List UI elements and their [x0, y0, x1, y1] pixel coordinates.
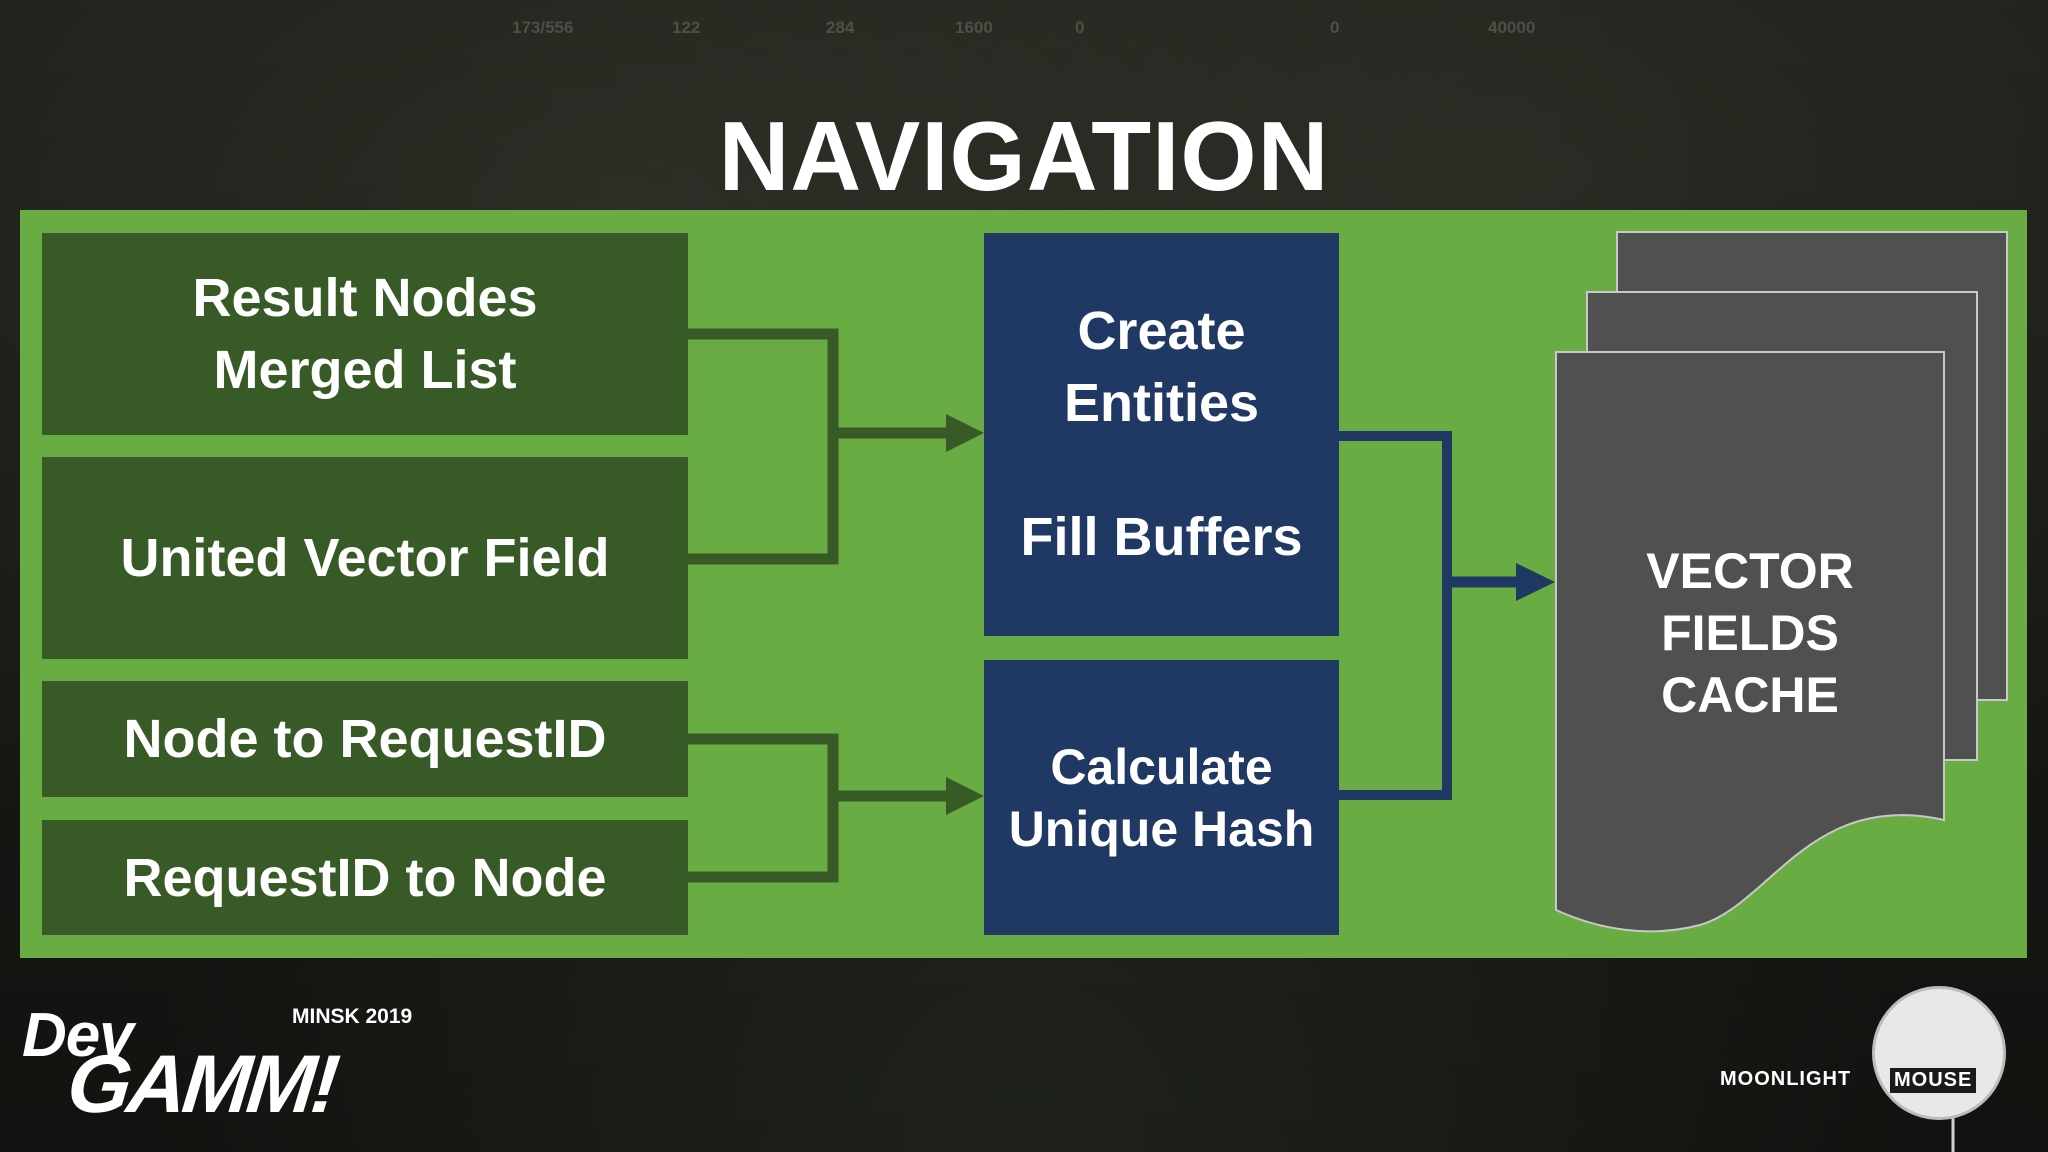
- hud-value: 173/556: [512, 18, 574, 37]
- node-to-request-box: Node to RequestID: [42, 681, 688, 797]
- create-entities-label: Create Entities: [1063, 301, 1260, 433]
- moonlight-mouse-moon-icon: [1872, 986, 2006, 1120]
- fill-buffers-label: Fill Buffers: [1020, 507, 1303, 567]
- result-nodes-box: Result Nodes Merged List: [42, 233, 688, 435]
- hud-value: 40000: [1488, 18, 1536, 37]
- slide-title: NAVIGATION: [718, 101, 1330, 211]
- hud-value: 0: [1330, 18, 1340, 37]
- create-entities-box: Create Entities Fill Buffers: [984, 233, 1339, 636]
- event-city-label: MINSK 2019: [292, 1005, 413, 1028]
- devgamm-logo-gamm: GAMM!: [63, 1039, 340, 1130]
- request-to-node-box: RequestID to Node: [42, 820, 688, 935]
- hud-value: 0: [1075, 18, 1085, 37]
- vector-fields-cache-label: VECTOR FIELDS CACHE: [1646, 543, 1854, 723]
- devgamm-logo-dev: Dev: [22, 1001, 134, 1070]
- calculate-hash-box: Calculate Unique Hash: [984, 660, 1339, 935]
- studio-logo-left: MOONLIGHT: [1720, 1068, 1852, 1090]
- hud-value: 284: [826, 18, 855, 37]
- united-vector-field-box: United Vector Field: [42, 457, 688, 659]
- studio-logo-right: MOUSE: [1890, 1068, 1977, 1093]
- hud-value: 1600: [955, 18, 993, 37]
- hud-value: 122: [672, 18, 701, 37]
